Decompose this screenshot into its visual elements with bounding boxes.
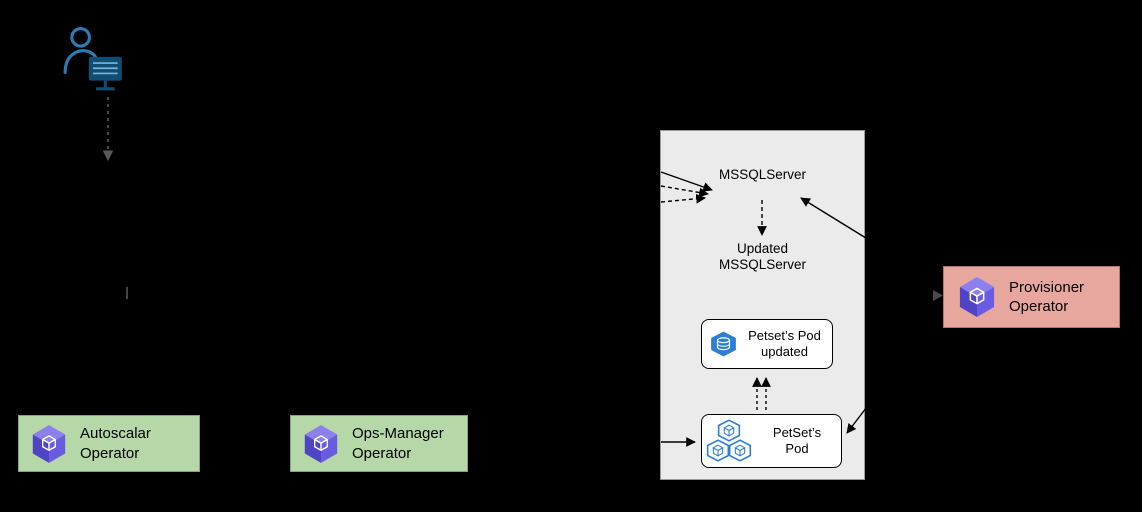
petset-pod-updated-label: Petset’s Pod updated [748,328,821,359]
operator-cube-icon [958,276,996,318]
pod-cluster-icon [706,419,753,463]
autoscalar-operator-box: Autoscalar Operator [18,415,200,472]
ops-manager-operator-label: Ops-Manager Operator [352,425,444,462]
operator-cube-icon [31,424,67,464]
provisioner-arrowhead [933,290,943,301]
petset-pod-label: PetSet’s Pod [772,425,822,456]
petset-pod-box: PetSet’s Pod [701,414,842,468]
updated-mssqlserver-label: Updated MSSQLServer [718,241,807,273]
ops-manager-operator-box: Ops-Manager Operator [290,415,468,472]
pod-updated-icon [710,331,737,357]
autoscalar-operator-label: Autoscalar Operator [80,425,151,462]
mssqlserver-label: MSSQLServer [718,167,807,182]
user-request-arrow [102,97,128,299]
pod-icon [728,439,752,462]
provisioner-operator-label: Provisioner Operator [1009,278,1085,315]
operator-cube-icon [303,424,339,464]
petset-pod-updated-box: Petset’s Pod updated [701,319,833,369]
provisioner-operator-box: Provisioner Operator [943,266,1120,328]
cluster-panel: MSSQLServer Updated MSSQLServer Petset’s… [660,130,865,480]
pod-icon [706,439,730,462]
user-icon [60,26,128,94]
